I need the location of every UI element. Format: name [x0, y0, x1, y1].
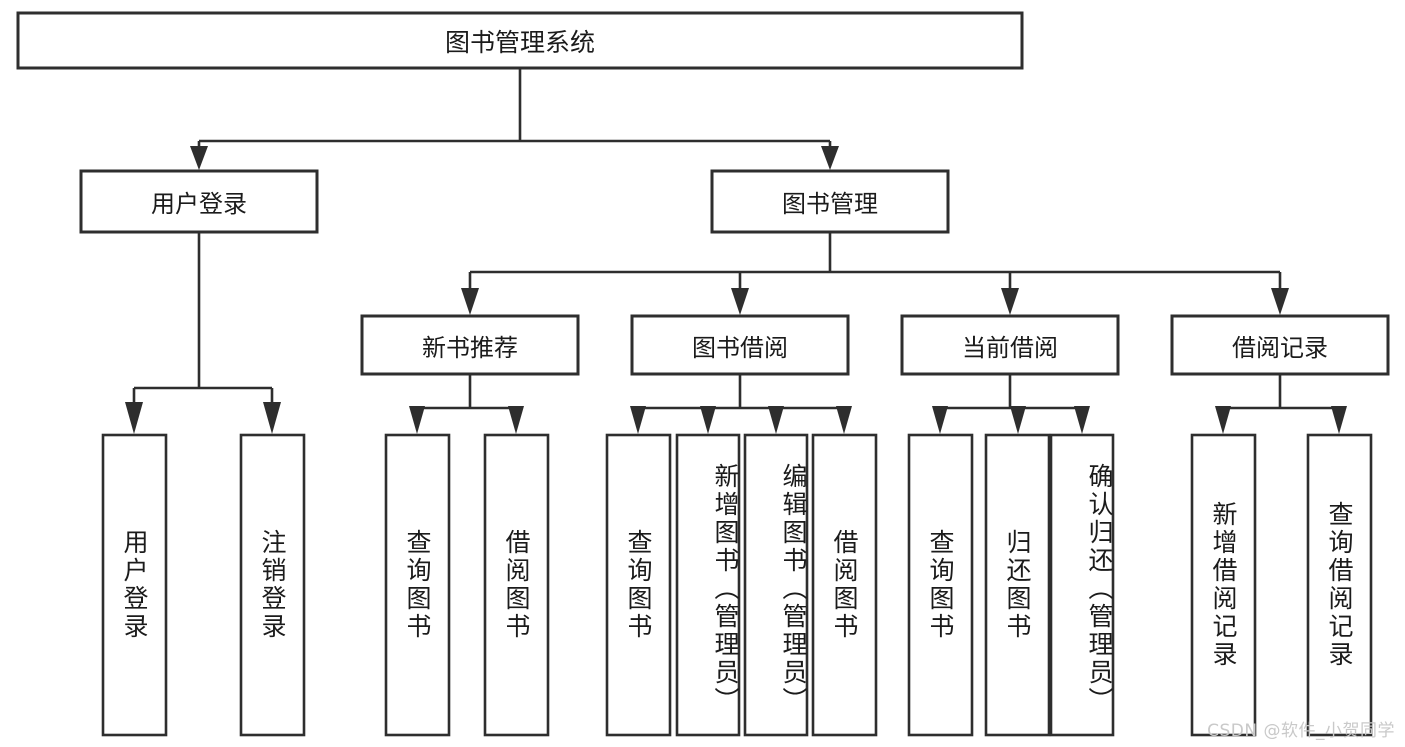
arrow-head-leaf-borrow-book-recommend [508, 406, 524, 434]
node-box-leaf-user-login[interactable] [101, 433, 168, 737]
node-box-leaf-edit-book[interactable] [743, 433, 809, 737]
connectors-root-to-level2 [190, 68, 839, 170]
arrow-head-current-borrow [1001, 288, 1019, 315]
connectors-user-login-to-leaves [125, 232, 281, 434]
node-box-leaf-query-book-current[interactable] [907, 433, 974, 737]
node-box-leaf-query-borrow-record[interactable] [1306, 433, 1373, 737]
node-box-leaf-add-book[interactable] [675, 433, 741, 737]
node-box-user-login[interactable] [79, 169, 319, 234]
connectors-book-borrow-to-leaves [630, 374, 852, 434]
arrow-head-user-login [190, 146, 208, 170]
node-box-current-borrow[interactable] [900, 314, 1120, 376]
connectors-new-book-recommend-to-leaves [409, 374, 524, 434]
node-box-leaf-logout[interactable] [239, 433, 306, 737]
connectors-book-manage-to-level3 [461, 232, 1289, 315]
node-box-book-borrow[interactable] [630, 314, 850, 376]
arrow-head-leaf-user-login [125, 402, 143, 434]
arrow-head-leaf-add-book [700, 406, 716, 434]
csdn-watermark: CSDN @软件_小贺同学 [1207, 721, 1395, 741]
node-box-root[interactable] [16, 11, 1024, 70]
node-box-leaf-return-book[interactable] [984, 433, 1051, 737]
arrow-head-book-manage [821, 146, 839, 170]
arrow-head-leaf-query-borrow-record [1331, 406, 1347, 434]
arrow-head-leaf-add-borrow-record [1215, 406, 1231, 434]
arrow-head-book-borrow [731, 288, 749, 315]
arrow-head-leaf-query-book-borrow [630, 406, 646, 434]
node-box-leaf-query-book-recommend[interactable] [384, 433, 451, 737]
node-box-new-book-recommend[interactable] [360, 314, 580, 376]
node-box-leaf-query-book-borrow[interactable] [605, 433, 672, 737]
node-box-book-manage[interactable] [710, 169, 950, 234]
connectors-borrow-record-to-leaves [1215, 374, 1347, 434]
node-box-leaf-add-borrow-record[interactable] [1190, 433, 1257, 737]
arrow-head-leaf-borrow-book [836, 406, 852, 434]
arrow-head-leaf-logout [263, 402, 281, 434]
node-box-leaf-borrow-book[interactable] [811, 433, 878, 737]
node-box-borrow-record[interactable] [1170, 314, 1390, 376]
arrow-head-leaf-edit-book [768, 406, 784, 434]
arrow-head-leaf-confirm-return [1074, 406, 1090, 434]
node-box-leaf-borrow-book-recommend[interactable] [483, 433, 550, 737]
arrow-head-leaf-query-book-current [932, 406, 948, 434]
connectors-current-borrow-to-leaves [932, 374, 1090, 434]
arrow-head-leaf-query-book-recommend [409, 406, 425, 434]
node-box-leaf-confirm-return[interactable] [1049, 433, 1115, 737]
arrow-head-leaf-return-book [1010, 406, 1026, 434]
arrow-head-new-book-recommend [461, 288, 479, 315]
arrow-head-borrow-record [1271, 288, 1289, 315]
